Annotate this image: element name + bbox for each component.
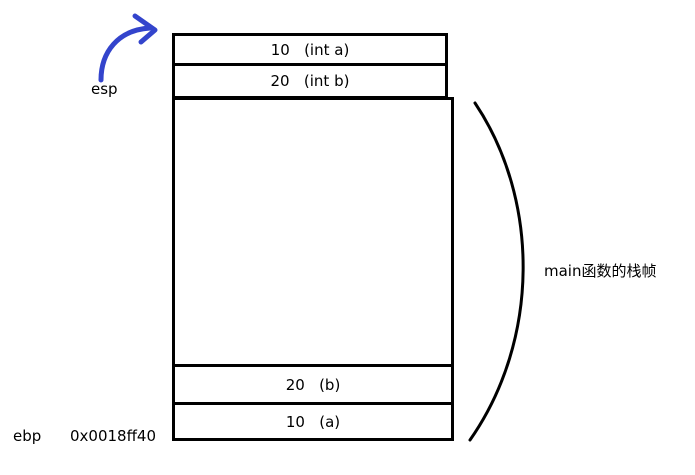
ebp-address-label: 0x0018ff40	[70, 427, 157, 445]
main-frame-label: main函数的栈帧	[544, 262, 657, 280]
stack-cell-a: 10 (a)	[172, 402, 454, 441]
stack-cell-int-b: 20 (int b)	[172, 63, 448, 99]
esp-label: esp	[91, 80, 118, 98]
stack-cell-b: 20 (b)	[172, 364, 454, 405]
curved-arrow-icon	[98, 13, 158, 83]
frame-brace	[468, 101, 525, 442]
stack-cell-int-a: 10 (int a)	[172, 33, 448, 66]
ebp-label: ebp	[13, 427, 42, 445]
